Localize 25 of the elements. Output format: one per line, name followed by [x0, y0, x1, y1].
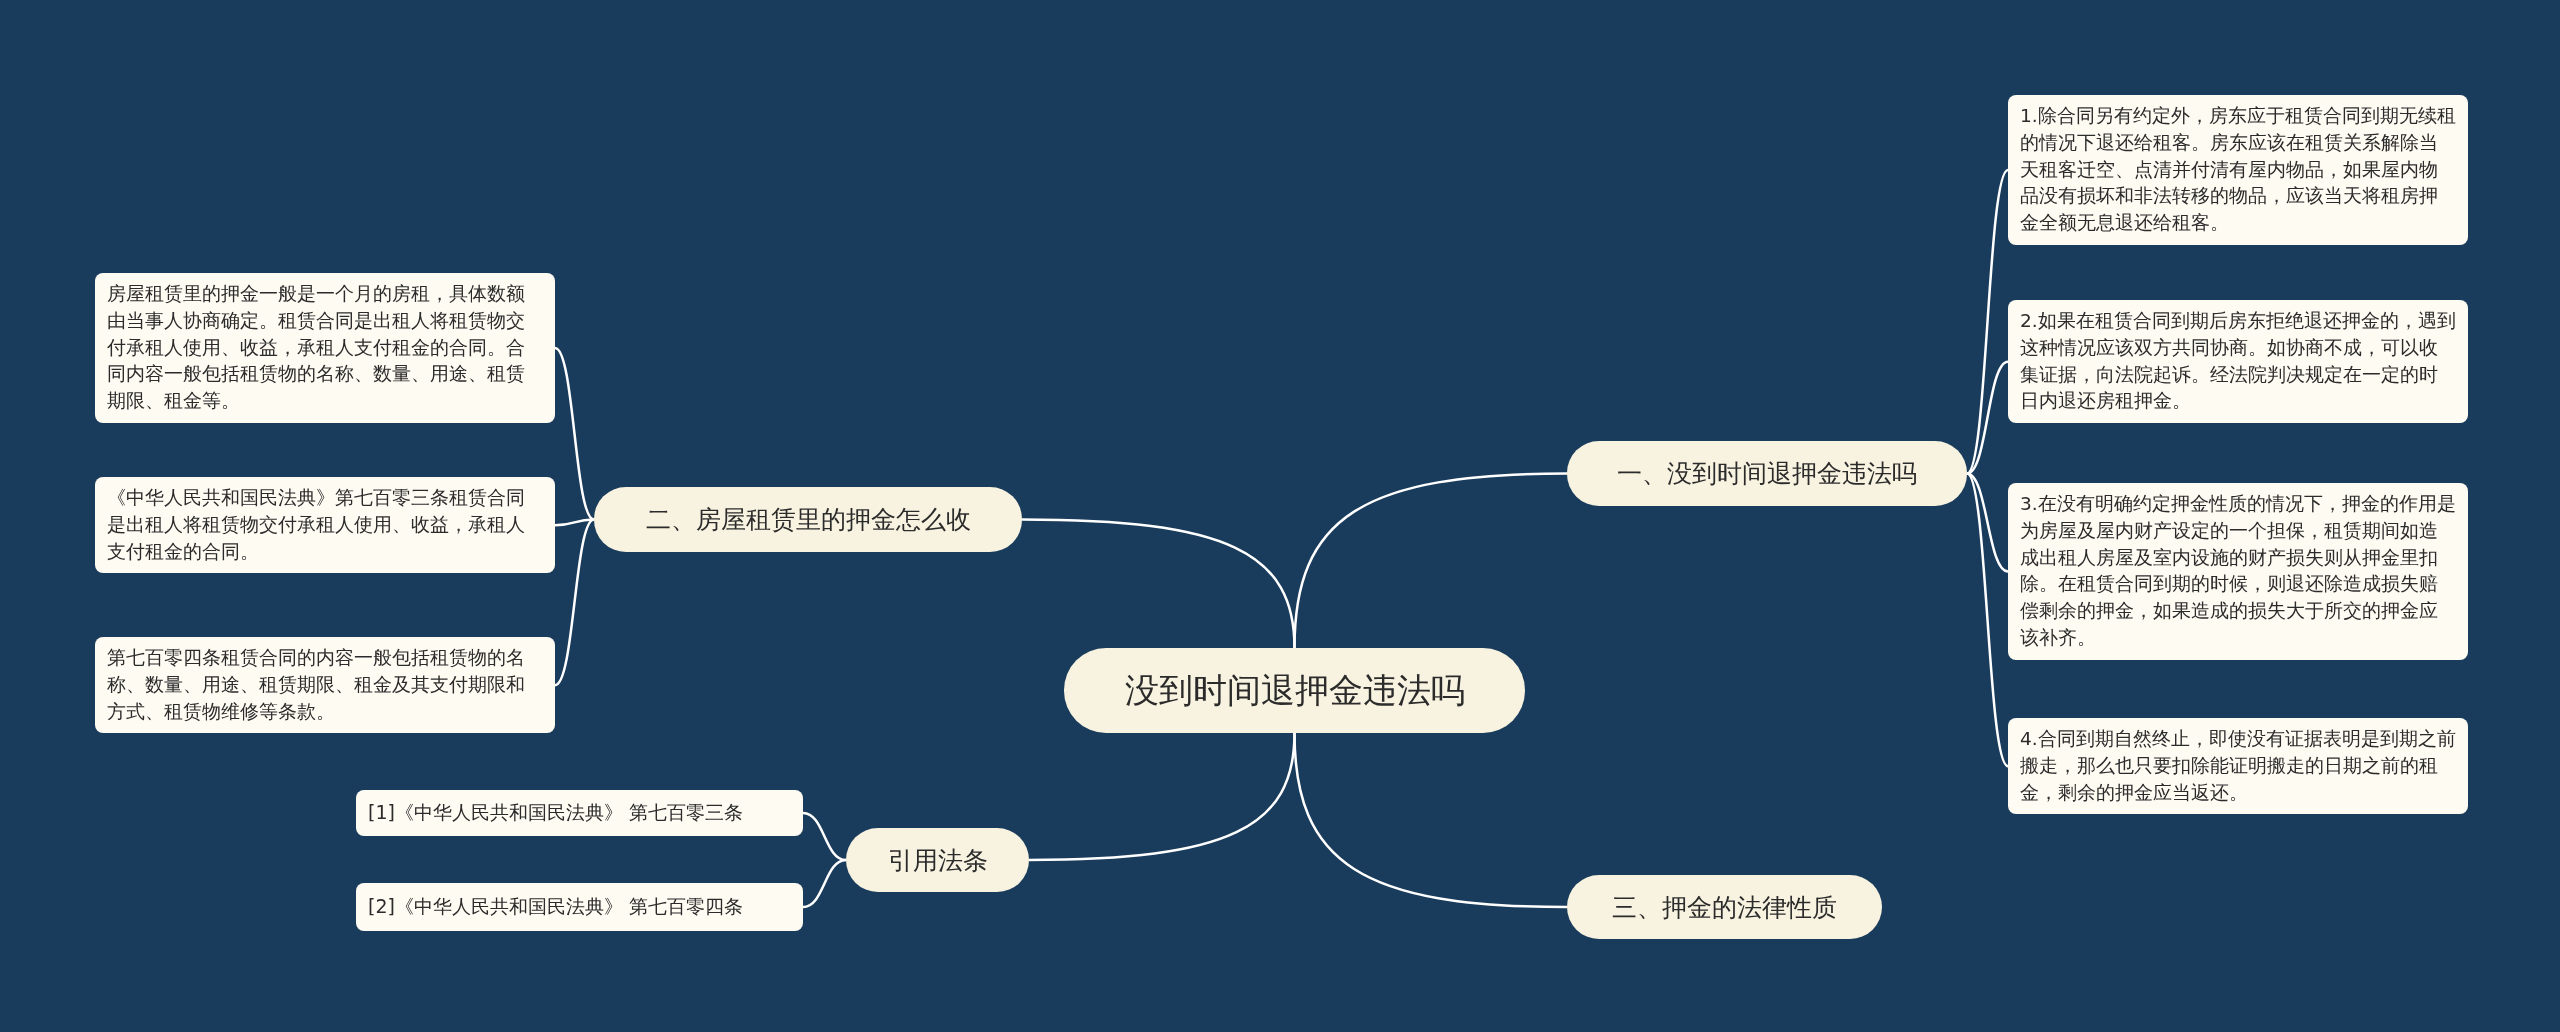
connector-line: [802, 858, 847, 909]
connector-line: [1966, 472, 2009, 573]
branch-topic: 一、没到时间退押金违法吗: [1567, 441, 1967, 506]
note-card: 《中华人民共和国民法典》第七百零三条租赁合同是出租人将租赁物交付承租人使用、收益，承租人支付租金的合同。: [95, 477, 555, 574]
connector-line: [802, 811, 847, 862]
citation-card: [1]《中华人民共和国民法典》 第七百零三条: [356, 790, 803, 836]
connector-line: [554, 347, 595, 521]
note-card: 房屋租赁里的押金一般是一个月的房租，具体数额由当事人协商确定。租赁合同是出租人将租赁物交付承租人使用、收益，承租人支付租金的合同。合同内容一般包括租赁物的名称、数量、用途、租赁期限、租金等。: [95, 273, 555, 424]
connector-line: [1966, 169, 2009, 475]
note-card: 3.在没有明确约定押金性质的情况下，押金的作用是为房屋及屋内财产设定的一个担保，租赁期间如造成出租人房屋及室内设施的财产损失则从押金里扣除。在租赁合同到期的时候，则退还除造成损失赔偿剩余的押金，如果造成的损失大于所交的押金应该补齐。: [2008, 483, 2468, 660]
note-card: 第七百零四条租赁合同的内容一般包括租赁物的名称、数量、用途、租赁期限、租金及其支付期限和方式、租赁物维修等条款。: [95, 637, 555, 734]
branch-topic: 二、房屋租赁里的押金怎么收: [594, 487, 1022, 552]
note-card: 4.合同到期自然终止，即使没有证据表明是到期之前搬走，那么也只要扣除能证明搬走的日期之前的租金，剩余的押金应当返还。: [2008, 718, 2468, 815]
connector-line: [1029, 732, 1296, 862]
branch-topic: 引用法条: [846, 828, 1029, 892]
citation-card: [2]《中华人民共和国民法典》 第七百零四条: [356, 883, 803, 931]
connector-line: [554, 518, 595, 687]
note-card: 2.如果在租赁合同到期后房东拒绝退还押金的，遇到这种情况应该双方共同协商。如协商不成，可以收集证据，向法院起诉。经法院判决规定在一定的时日内退还房租押金。: [2008, 300, 2468, 424]
central-topic: 没到时间退押金违法吗: [1064, 648, 1525, 733]
connector-line: [1022, 518, 1296, 649]
connector-line: [1966, 472, 2009, 767]
connector-line: [554, 518, 595, 527]
note-card: 1.除合同另有约定外，房东应于租赁合同到期无续租的情况下退还给租客。房东应该在租赁关系解除当天租客迁空、点清并付清有屋内物品，如果屋内物品没有损坏和非法转移的物品，应该当天将租房押金全额无息退还给租客。: [2008, 95, 2468, 246]
connector-line: [1966, 360, 2009, 475]
branch-topic: 三、押金的法律性质: [1567, 875, 1882, 939]
